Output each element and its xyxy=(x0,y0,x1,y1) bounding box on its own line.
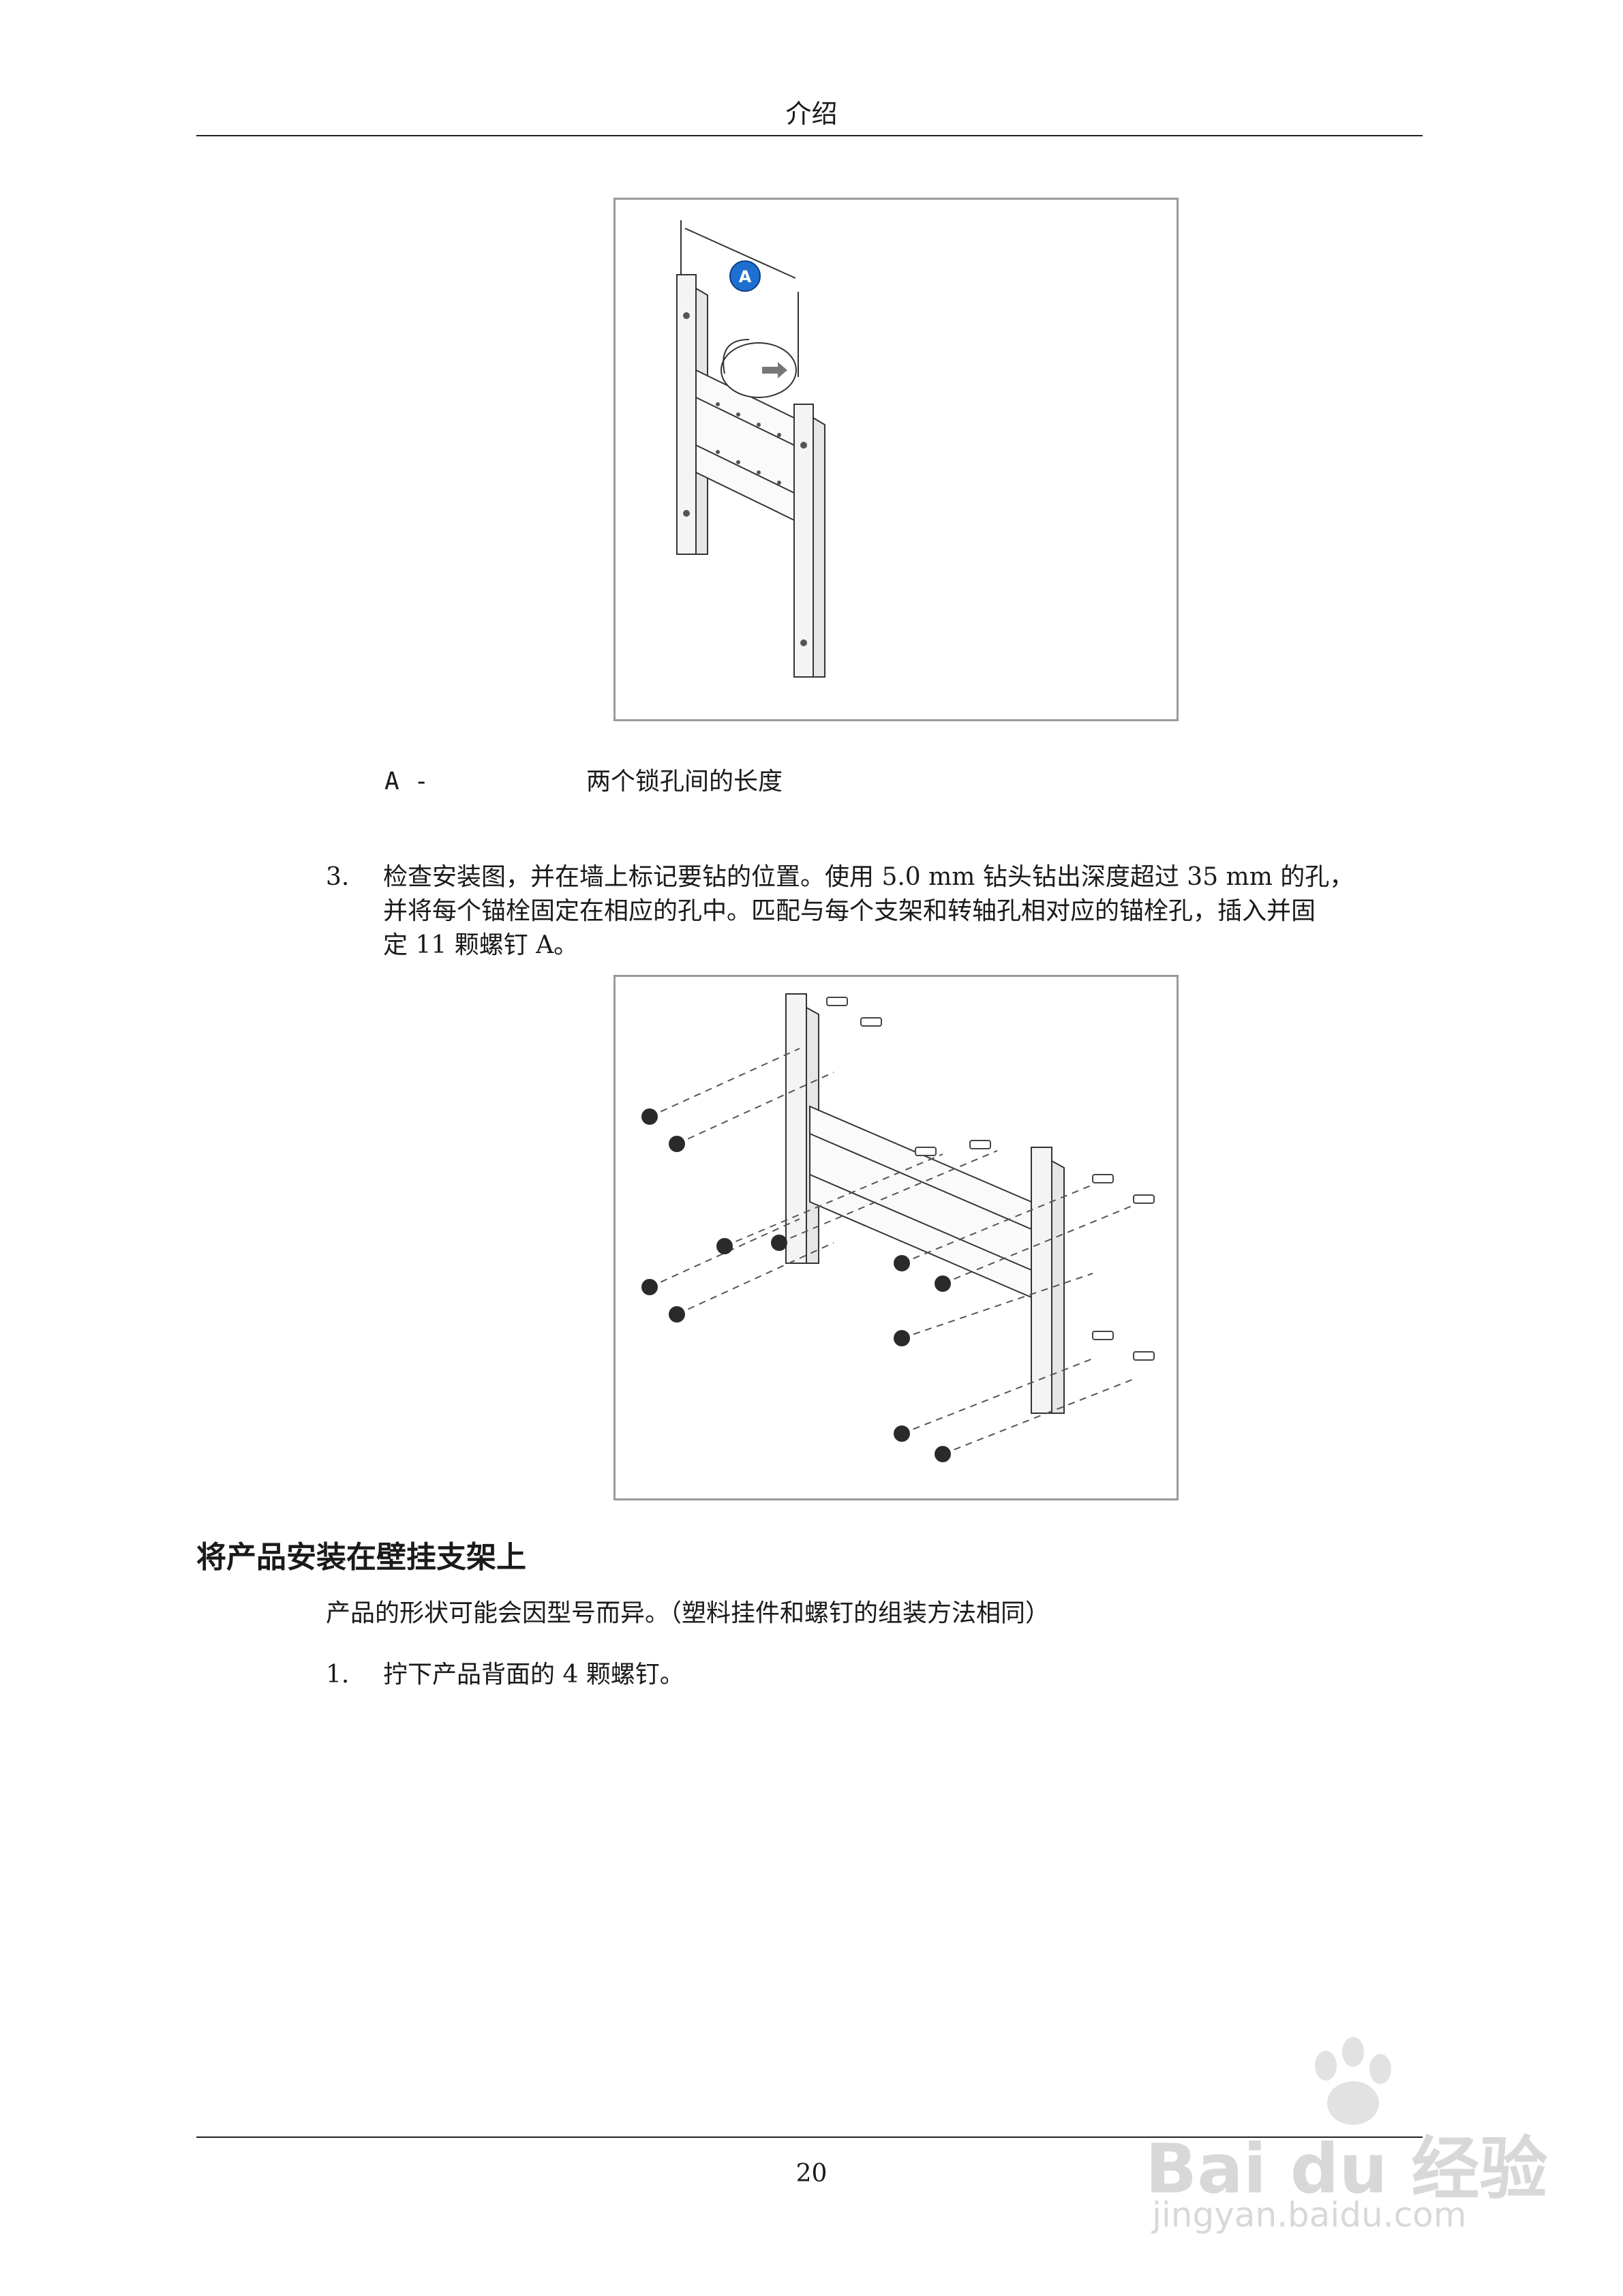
watermark-url: jingyan.baidu.com xyxy=(1152,2195,1467,2235)
page-number: 20 xyxy=(795,2160,828,2188)
figure-wall-mount-dimension: A xyxy=(613,198,1179,721)
watermark-logo-text: Bai du 经验 xyxy=(1145,2129,1548,2209)
step-1-text: 拧下产品背面的 4 颗螺钉。 xyxy=(383,1661,684,1689)
step-3-number: 3. xyxy=(326,863,350,891)
footer-rule xyxy=(196,2136,1423,2138)
section-heading: 将产品安装在壁挂支架上 xyxy=(196,1540,526,1575)
badge-a-icon: A xyxy=(729,260,761,292)
paw-logo-icon xyxy=(1315,2037,1391,2125)
screw-installation-illustration xyxy=(641,993,1155,1462)
caption-label: A - xyxy=(384,768,429,796)
step-1-number: 1. xyxy=(326,1661,350,1689)
step-3-line-3: 定 11 颗螺钉 A。 xyxy=(383,931,579,959)
badge-a-label: A xyxy=(739,267,752,286)
page-header-title: 介绍 xyxy=(785,99,838,129)
figure-screws-anchors xyxy=(613,975,1179,1500)
step-3-line-2: 并将每个锚栓固定在相应的孔中。匹配与每个支架和转轴孔相对应的锚栓孔，插入并固 xyxy=(383,897,1316,925)
header-rule xyxy=(196,135,1423,136)
caption-text: 两个锁孔间的长度 xyxy=(586,768,783,796)
baidu-watermark: Bai du 经验 jingyan.baidu.com xyxy=(1145,2031,1547,2236)
section-note: 产品的形状可能会因型号而异。（塑料挂件和螺钉的组装方法相同） xyxy=(326,1599,1050,1627)
step-3-line-1: 检查安装图，并在墙上标记要钻的位置。使用 5.0 mm 钻头钻出深度超过 35 … xyxy=(383,863,1354,891)
wall-mount-illustration: A xyxy=(676,220,825,678)
